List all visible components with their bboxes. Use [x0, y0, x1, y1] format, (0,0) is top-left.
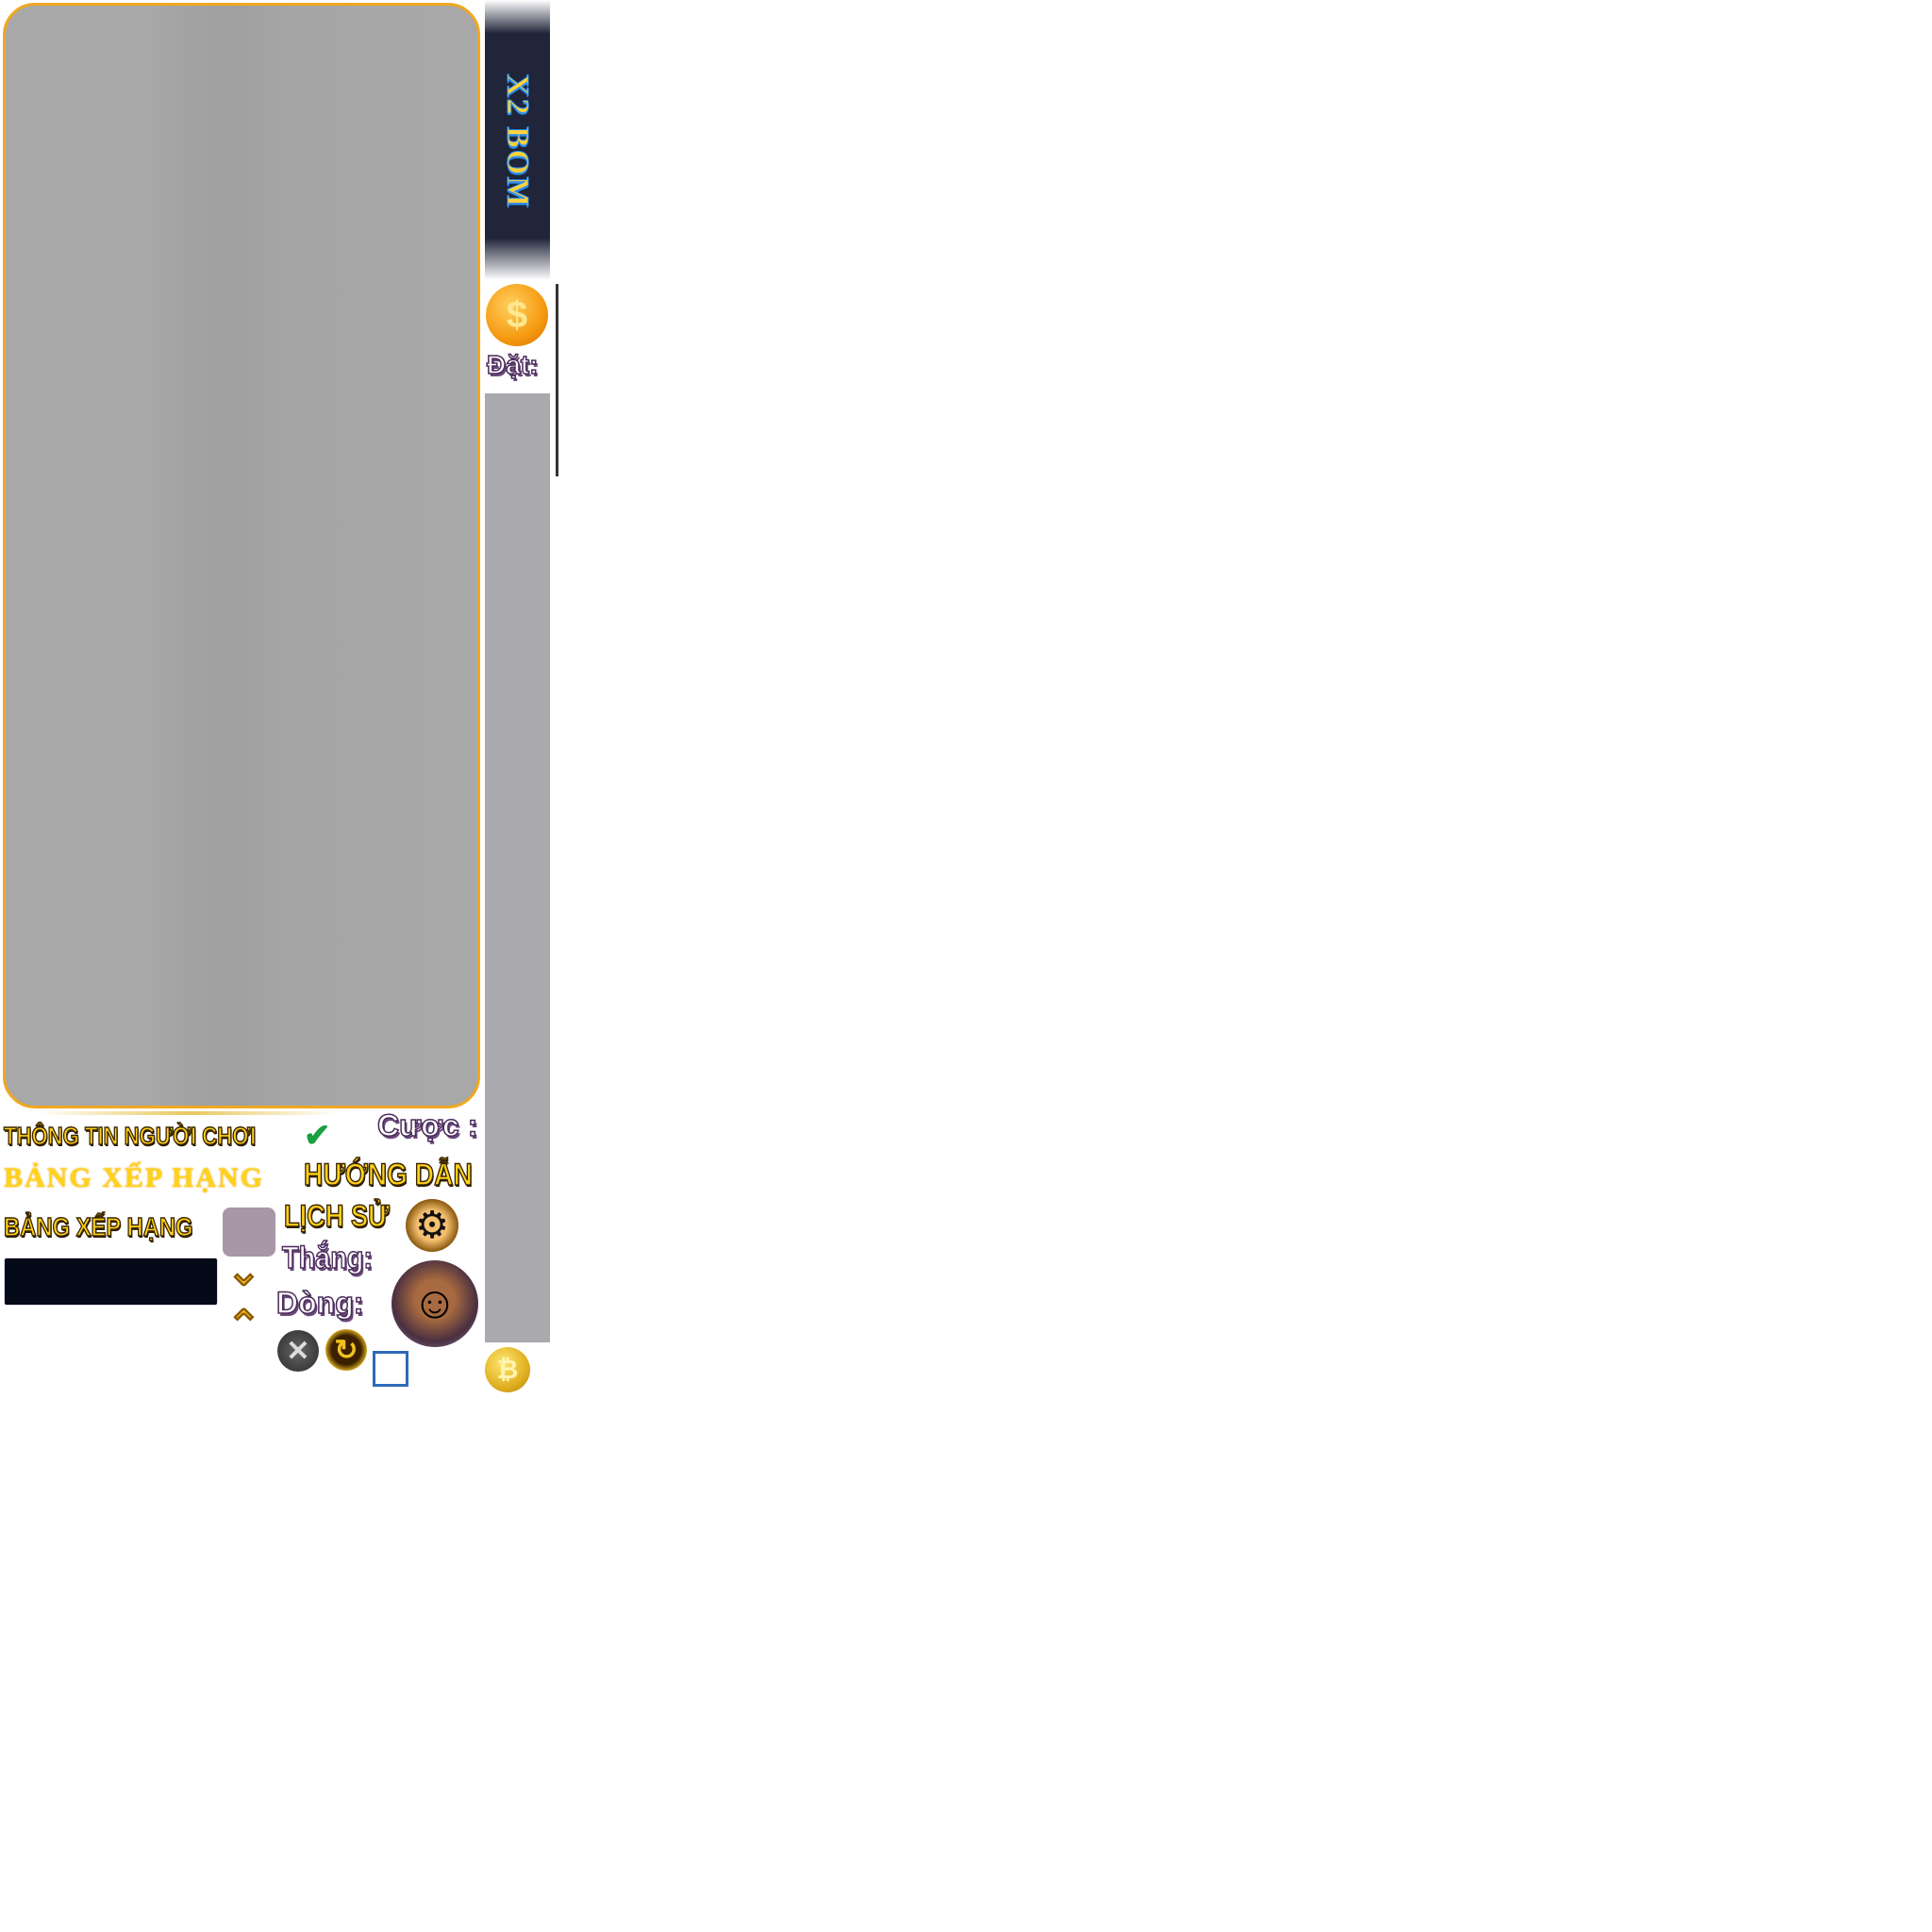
bet-amount-label: Cược : [376, 1108, 478, 1143]
dollar-coin-icon[interactable]: $ [486, 284, 548, 346]
x2-bomb-label: X2 BOM [500, 74, 536, 209]
x2-bomb-banner [485, 0, 550, 280]
bitcoin-symbol: ₿ [496, 1354, 519, 1384]
avatar[interactable]: ☺ [391, 1260, 478, 1347]
gear-glyph: ⚙ [415, 1205, 449, 1246]
chevron-down-icon[interactable]: ⌄ [226, 1248, 262, 1294]
leaderboard-title-serif: BẢNG XẾP HẠNG [4, 1162, 265, 1193]
gear-icon[interactable]: ⚙ [406, 1199, 458, 1252]
win-label: Thắng: [281, 1241, 373, 1275]
game-board-panel [3, 3, 480, 1108]
bitcoin-icon[interactable]: ₿ [485, 1347, 530, 1392]
player-info-button[interactable]: THÔNG TIN NGƯỜI CHƠI [3, 1122, 257, 1150]
dark-input-box[interactable] [4, 1257, 218, 1306]
lines-label: Dòng: [275, 1286, 364, 1321]
purple-swatch [223, 1208, 275, 1257]
x2-bomb-label-wrap: X2 BOM [485, 66, 550, 217]
side-bar [485, 393, 550, 1342]
check-icon: ✔ [304, 1118, 331, 1154]
leaderboard-button[interactable]: BẢNG XẾP HẠNG [3, 1211, 193, 1241]
guide-button[interactable]: HƯỚNG DẪN [303, 1158, 473, 1192]
vertical-divider [556, 284, 558, 476]
close-icon: ✕ [286, 1335, 310, 1367]
chevron-up-icon[interactable]: ⌃ [226, 1303, 262, 1349]
history-button[interactable]: LỊCH SỬ [283, 1199, 390, 1234]
refresh-icon: ↻ [334, 1334, 358, 1366]
refresh-button[interactable]: ↻ [325, 1329, 367, 1371]
checkbox[interactable] [373, 1351, 408, 1387]
dollar-symbol: $ [506, 294, 528, 336]
avatar-face: ☺ [411, 1277, 458, 1328]
divider-glow [38, 1111, 340, 1115]
close-button[interactable]: ✕ [277, 1330, 319, 1372]
bet-label: Đặt: [486, 349, 539, 379]
